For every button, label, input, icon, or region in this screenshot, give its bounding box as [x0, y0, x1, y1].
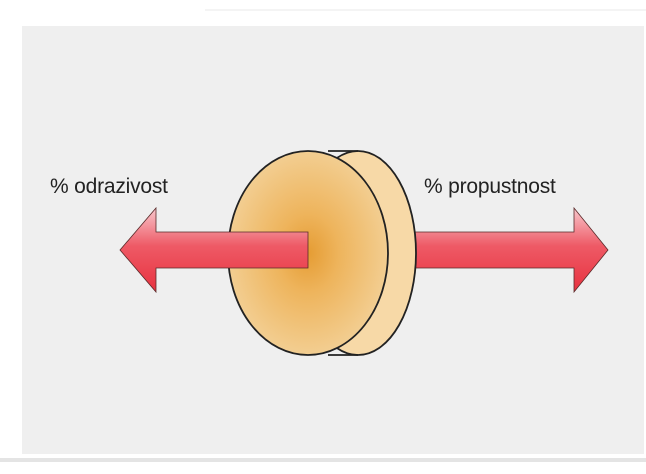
reflectance-label: % odrazivost: [50, 175, 168, 199]
transmittance-label: % propustnost: [424, 175, 556, 199]
arrow-right-icon: [400, 208, 608, 292]
